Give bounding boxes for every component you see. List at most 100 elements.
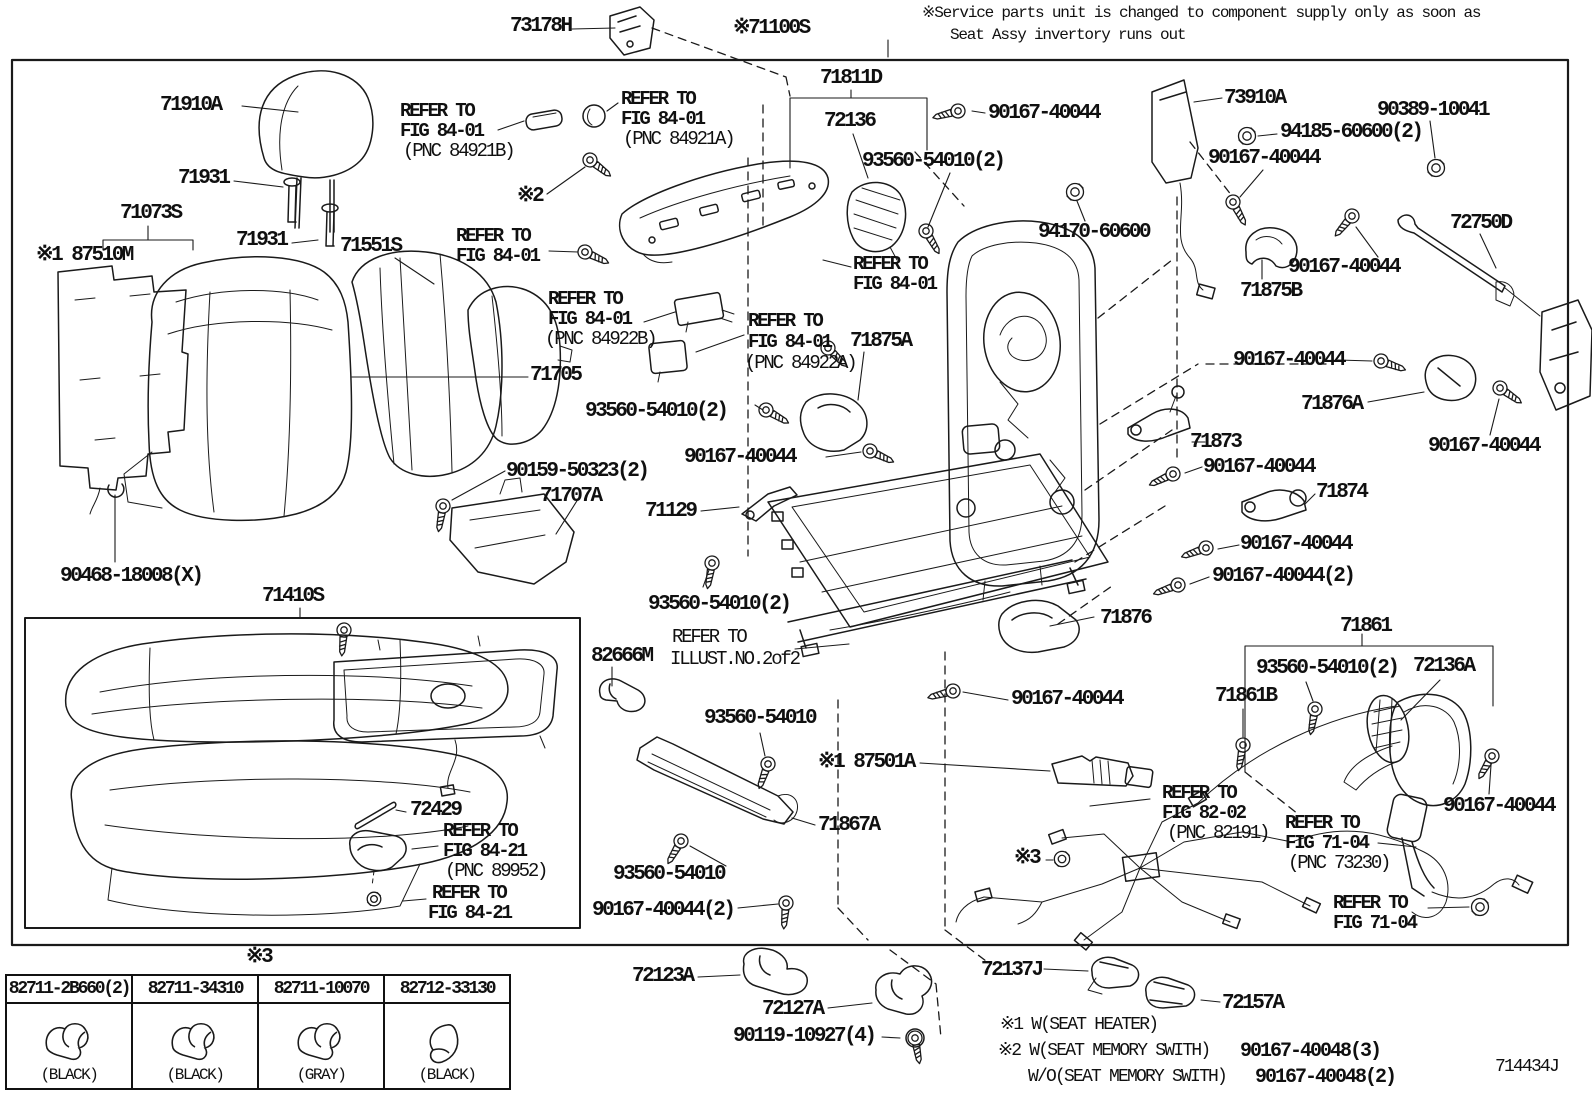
clip-color-label: (BLACK) <box>418 1066 477 1084</box>
reference-refer-to: REFER TO <box>1333 892 1409 914</box>
reference-pnc-89952: (PNC 89952) <box>445 860 548 882</box>
seat-belt-buckle-drawing <box>1386 793 1533 898</box>
doc-number-714434j: 714434J <box>1495 1057 1560 1077</box>
seat-pan-drawing <box>334 636 557 796</box>
reference-pnc-82191: (PNC 82191) <box>1167 822 1270 844</box>
part-number-93560-54010-2: 93560-54010(2) <box>648 593 792 616</box>
side-airbag-drawing <box>1152 80 1215 299</box>
shield-rh-drawing <box>1344 692 1471 806</box>
reference-refer-to: REFER TO <box>548 288 624 310</box>
harness-clips-drawing <box>744 948 1195 1047</box>
part-number-93560-54010: 93560-54010 <box>613 863 727 886</box>
footer-note-90167-40048-3: 90167-40048(3) <box>1240 1040 1382 1063</box>
part-number-94185-60600-2: 94185-60600(2) <box>1280 121 1424 144</box>
part-number-71874: 71874 <box>1316 481 1369 504</box>
part-number-90167-40044-2: 90167-40044(2) <box>1212 565 1356 588</box>
color-parts-table: 82711-2B660(2) 82711-34310 82711-10070 8… <box>5 974 511 1090</box>
small-switch-parts-drawing <box>525 105 734 382</box>
seatback-covers-drawing <box>124 251 574 584</box>
footer-note-1-w-seat-heater: ※1 W(SEAT HEATER) <box>1000 1015 1159 1035</box>
part-number-71811d: 71811D <box>820 67 883 90</box>
seatback-frame-drawing <box>947 221 1099 600</box>
part-number-90167-40044: 90167-40044 <box>1208 147 1322 170</box>
parts-table-cell: (BLACK) <box>5 1002 133 1090</box>
part-number-90167-40044: 90167-40044 <box>1203 456 1317 479</box>
reference-fig-84-21: FIG 84-21 <box>443 840 528 862</box>
part-number-71867a: 71867A <box>818 814 881 837</box>
parts-table-body-row: (BLACK) (BLACK) (GRAY) (BLACK) <box>5 1002 511 1090</box>
reference-refer-to: REFER TO <box>748 310 824 332</box>
clip-color-label: (BLACK) <box>166 1066 225 1084</box>
part-number-71875b: 71875B <box>1240 280 1303 303</box>
reference-fig-84-01: FIG 84-01 <box>456 245 541 267</box>
clip-icon <box>429 1024 459 1064</box>
part-number-90167-40044: 90167-40044 <box>1288 256 1402 279</box>
part-number-71875a: 71875A <box>850 330 913 353</box>
reference-fig-84-01: FIG 84-01 <box>748 331 833 353</box>
reference-refer-to: REFER TO <box>432 882 508 904</box>
parts-table-header: 82712-33130 <box>383 974 511 1004</box>
parts-table-cell: (BLACK) <box>131 1002 259 1090</box>
reference-pnc-84922b: (PNC 84922B) <box>545 328 658 350</box>
cushion-cover-drawing <box>66 634 508 915</box>
reference-fig-71-04: FIG 71-04 <box>1333 912 1418 934</box>
part-number-72750d: 72750D <box>1450 212 1513 235</box>
part-number-90167-40044: 90167-40044 <box>1240 533 1354 556</box>
part-number-72137j: 72137J <box>981 959 1044 982</box>
part-number-1-87510m: ※1 87510M <box>36 244 134 267</box>
header-note-service-parts-unit-is-changed-to-component-supply-only-as-soon-as: ※Service parts unit is changed to compon… <box>922 4 1482 22</box>
part-number-82666m: 82666M <box>591 645 654 668</box>
wiring-harness-drawing <box>956 706 1448 950</box>
reference-refer-to: REFER TO <box>853 253 929 275</box>
reference-refer-to: REFER TO <box>1162 782 1238 804</box>
reference-fig-84-01: FIG 84-01 <box>548 308 633 330</box>
parts-table-cell: (GRAY) <box>257 1002 385 1090</box>
part-number-90167-40044: 90167-40044 <box>1233 349 1347 372</box>
part-number-93560-54010-2: 93560-54010(2) <box>862 150 1006 173</box>
clip-icon <box>297 1022 341 1061</box>
part-number-93560-54010-2: 93560-54010(2) <box>1256 657 1400 680</box>
clip-icon <box>45 1022 89 1061</box>
reference-fig-71-04: FIG 71-04 <box>1285 832 1370 854</box>
part-number-71910a: 71910A <box>160 94 223 117</box>
symbol-3: ※3 <box>1014 847 1042 870</box>
reference-pnc-84922a: (PNC 84922A) <box>745 352 858 374</box>
parts-table-cell: (BLACK) <box>383 1002 511 1090</box>
part-number-71551s: 71551S <box>340 235 403 258</box>
part-number-90167-40044: 90167-40044 <box>1011 688 1125 711</box>
part-number-90167-40044: 90167-40044 <box>684 446 798 469</box>
footer-note-2-w-seat-memory-swith: ※2 W(SEAT MEMORY SWITH) <box>998 1041 1211 1061</box>
reference-fig-84-01: FIG 84-01 <box>400 120 485 142</box>
parts-table-header: 82711-2B660(2) <box>5 974 133 1004</box>
headrest-support-pins-drawing <box>284 178 338 246</box>
reference-refer-to: REFER TO <box>443 820 519 842</box>
part-number-72136a: 72136A <box>1413 655 1476 678</box>
inset-border <box>25 618 580 928</box>
parts-table-header-row: 82711-2B660(2) 82711-34310 82711-10070 8… <box>5 974 511 1004</box>
part-number-90159-50323-2: 90159-50323(2) <box>506 460 650 483</box>
reference-fig-84-01: FIG 84-01 <box>853 273 938 295</box>
under-cover-drawing <box>600 679 798 824</box>
part-number-90167-40044: 90167-40044 <box>1443 795 1557 818</box>
part-number-71876a: 71876A <box>1301 393 1364 416</box>
reference-fig-84-01: FIG 84-01 <box>621 108 706 130</box>
part-number-93560-54010-2: 93560-54010(2) <box>585 400 729 423</box>
part-number-1-87501a: ※1 87501A <box>818 751 916 774</box>
reference-refer-to: REFER TO <box>456 225 532 247</box>
clip-color-label: (BLACK) <box>40 1066 99 1084</box>
side-shield-drawing <box>620 161 906 263</box>
part-number-90389-10041: 90389-10041 <box>1377 99 1491 122</box>
recliner-covers-drawing <box>800 228 1475 653</box>
part-number-72429: 72429 <box>410 799 463 822</box>
symbol-2: ※2 <box>517 185 545 208</box>
parts-table-header: 82711-34310 <box>131 974 259 1004</box>
heater-wire-drawing <box>350 802 406 886</box>
main-border <box>12 60 1568 945</box>
part-number-71861b: 71861B <box>1215 685 1278 708</box>
parts-table-header: 82711-10070 <box>257 974 385 1004</box>
part-number-71129: 71129 <box>645 500 698 523</box>
part-number-72123a: 72123A <box>632 965 695 988</box>
footer-note-w-o-seat-memory-swith: W/O(SEAT MEMORY SWITH) <box>1028 1067 1228 1087</box>
